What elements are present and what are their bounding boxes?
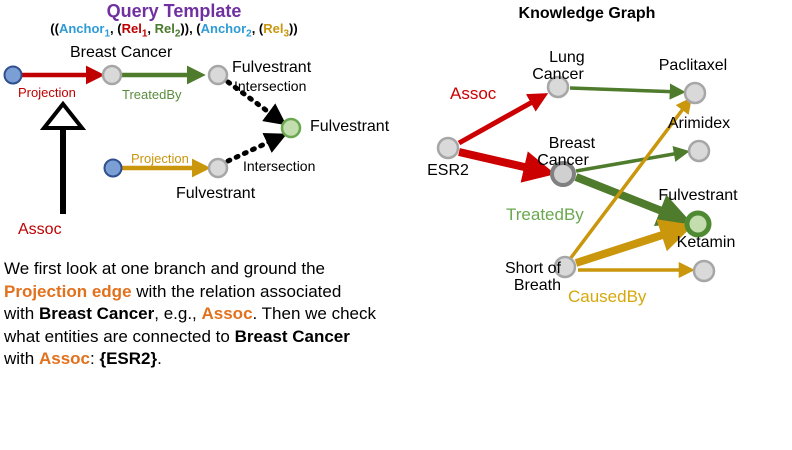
node-anchor-bottom <box>103 158 123 178</box>
node-fulvestrant-top <box>207 64 229 86</box>
qt-label-fulvestrant-bottom: Fulvestrant <box>176 185 256 202</box>
kg-node-short-of-breath <box>553 255 577 279</box>
caption-em3: Assoc <box>38 349 90 369</box>
caption-em1: Projection edge <box>4 281 132 301</box>
expr-anchor1-sub: 1 <box>104 28 111 40</box>
expr-rel1-sub: 1 <box>141 28 148 40</box>
knowledge-graph-title: Knowledge Graph <box>518 5 656 22</box>
qt-edge-label-projection-bottom: Projection <box>131 151 189 166</box>
qt-grounding-label-assoc: Assoc <box>18 221 62 238</box>
expr-rel2: Rel <box>154 21 175 36</box>
edge-intersection-top <box>225 79 287 126</box>
kg-node-arimidex <box>687 139 711 163</box>
kg-label-breast-cancer-l1: Breast Cancer <box>537 134 596 169</box>
kg-node-fulvestrant <box>684 210 712 238</box>
caption-p5: with <box>4 349 39 369</box>
expr-c3: )), ( <box>180 21 201 36</box>
qt-edge-label-treatedby: TreatedBy <box>122 87 182 102</box>
caption-text: We first look at one branch and ground t… <box>4 258 376 371</box>
kg-edge-label-causedby: CausedBy <box>568 287 647 306</box>
qt-label-fulvestrant-answer: Fulvestrant <box>310 118 390 135</box>
kg-node-lung-cancer <box>546 75 570 99</box>
caption-b1: Breast Cancer <box>38 304 155 324</box>
kg-label-esr2: ESR2 <box>427 162 469 179</box>
expr-c4: , ( <box>251 21 264 36</box>
kg-label-short-of-breath-l1: Short of Breath <box>504 259 561 294</box>
caption-p2: with the relation associated with <box>4 281 342 324</box>
kg-edge-label-assoc: Assoc <box>450 84 497 103</box>
qt-edge-label-intersection-bottom: Intersection <box>243 158 316 174</box>
expr-rel2-sub: 2 <box>174 28 181 40</box>
qt-edge-label-projection-top: Projection <box>18 85 76 100</box>
query-template-expression: ((Anchor1, (Rel1, Rel2)), (Anchor2, (Rel… <box>0 22 348 40</box>
kg-label-breast-cancer: Breast Cancer <box>522 119 604 186</box>
caption-p1: We first look at one branch and ground t… <box>4 259 325 278</box>
kg-edge-breast-arimidex <box>575 146 690 173</box>
caption-p4: . Then we check what entities are connec… <box>4 304 377 346</box>
caption-b3: {ESR2} <box>99 349 158 369</box>
expr-open: (( <box>50 21 59 36</box>
kg-edge-lung-paclitaxel <box>569 83 686 100</box>
expr-rel3: Rel <box>263 21 284 36</box>
node-fulvestrant-answer <box>280 117 302 139</box>
node-breast-cancer <box>101 64 123 86</box>
qt-edge-label-intersection-top: Intersection <box>234 78 307 94</box>
node-fulvestrant-bottom <box>207 157 229 179</box>
qt-label-fulvestrant-top: Fulvestrant <box>232 59 312 76</box>
kg-edge-assoc-lung <box>457 93 549 146</box>
kg-node-ketamin <box>692 259 716 283</box>
kg-edge-sob-paclitaxel <box>568 97 692 261</box>
expr-anchor2: Anchor <box>200 21 247 36</box>
expr-anchor2-sub: 2 <box>246 28 252 40</box>
kg-node-paclitaxel <box>683 81 707 105</box>
expr-anchor1: Anchor <box>58 21 105 36</box>
caption-p3: , e.g., <box>154 304 202 324</box>
kg-label-ketamin: Ketamin <box>676 234 736 251</box>
kg-node-esr2 <box>436 136 460 160</box>
kg-label-arimidex: Arimidex <box>667 115 731 132</box>
kg-edge-sob-fulvestrant <box>574 219 694 267</box>
kg-edge-treatedby-fulvestrant <box>574 173 692 226</box>
kg-edge-label-treatedby: TreatedBy <box>506 205 584 224</box>
kg-node-breast-cancer <box>550 161 576 187</box>
caption-em2: Assoc <box>201 304 253 324</box>
expr-rel1: Rel <box>121 21 142 36</box>
node-anchor-top <box>3 65 23 85</box>
kg-label-lung-cancer: Lung Cancer <box>517 33 599 100</box>
edge-intersection-bottom <box>225 132 287 164</box>
caption-p6: : <box>90 349 100 369</box>
kg-label-lung-cancer-l1: Lung Cancer <box>532 48 585 83</box>
query-template-title: Query Template <box>106 1 242 21</box>
expr-close: )) <box>289 21 298 36</box>
caption-b2: Breast Cancer <box>234 326 350 346</box>
kg-label-fulvestrant: Fulvestrant <box>658 187 738 204</box>
kg-label-short-of-breath: Short of Breath <box>477 244 561 311</box>
expr-c2: , <box>147 21 155 36</box>
qt-label-breast-cancer: Breast Cancer <box>70 44 173 61</box>
grounding-arrow-icon <box>39 100 87 214</box>
kg-edge-assoc-breast <box>458 148 556 183</box>
kg-label-paclitaxel: Paclitaxel <box>658 57 728 74</box>
expr-c1: , ( <box>110 21 122 36</box>
caption-p7: . <box>157 349 162 369</box>
expr-rel3-sub: 3 <box>283 28 290 40</box>
